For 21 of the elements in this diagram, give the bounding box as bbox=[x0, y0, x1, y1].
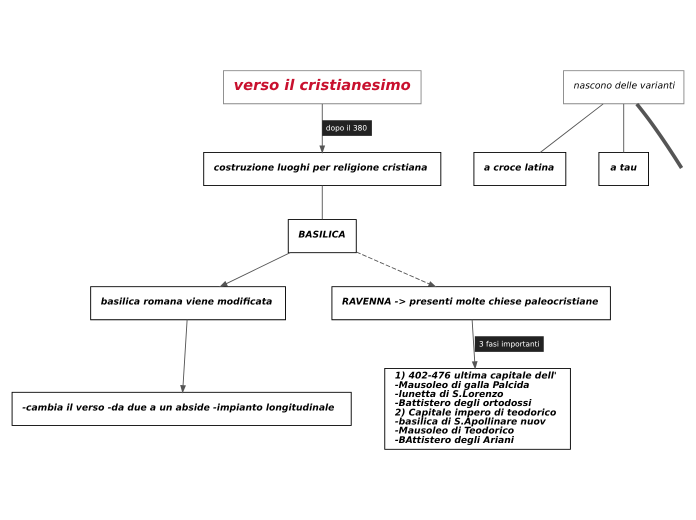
node-box: BASILICA bbox=[288, 219, 357, 254]
node-box: nascono delle varianti bbox=[563, 70, 684, 104]
edge-label: dopo il 380 bbox=[326, 123, 368, 132]
arrow bbox=[356, 252, 437, 288]
node-box: costruzione luoghi per religione cristiana bbox=[203, 152, 442, 186]
edge-label: 3 fasi importanti bbox=[478, 339, 540, 348]
arrow bbox=[219, 252, 291, 288]
node-box: basilica romana viene modificata bbox=[90, 286, 286, 320]
node-box: RAVENNA -> presenti molte chiese paleocristiane bbox=[331, 286, 611, 320]
arrow bbox=[472, 319, 478, 370]
connector bbox=[635, 102, 684, 169]
node-box: a croce latina bbox=[473, 152, 566, 186]
connector bbox=[540, 103, 604, 153]
connector bbox=[623, 103, 624, 153]
node-box: 1) 402-476 ultima capitale dell' -Mausoleo di galla Palcida -lunetta di S.Lorenzo -Battistero degli ortodossi 2) Capitale impero di teodorico -basilica di S.Apollinare nuov -Mausoleo di Teodorico -BAttistero degli Ariani bbox=[384, 368, 571, 450]
node-box: verso il cristianesimo bbox=[223, 70, 422, 104]
node-box: -cambia il verso -da due a un abside -impianto longitudinale bbox=[12, 392, 352, 426]
arrow bbox=[180, 319, 188, 394]
arrow bbox=[319, 103, 326, 154]
node-box: a tau bbox=[598, 152, 649, 186]
connector bbox=[322, 185, 323, 220]
